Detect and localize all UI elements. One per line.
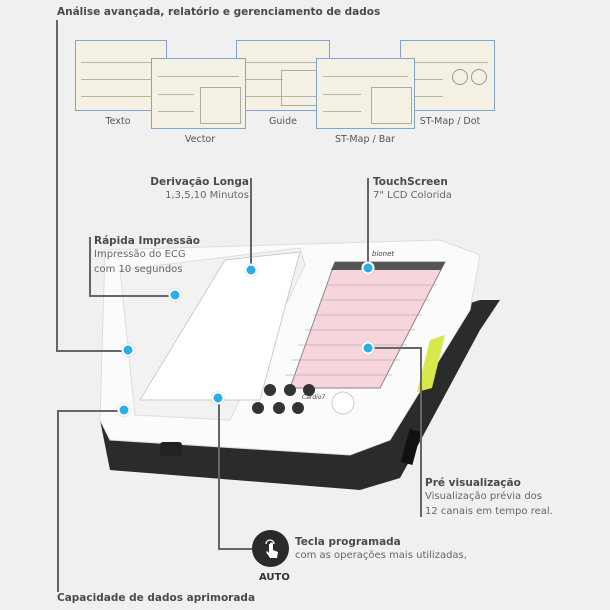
touch-hand-icon bbox=[264, 538, 278, 558]
feature-text: 1,3,5,10 Minutos bbox=[165, 190, 249, 201]
feature-data-capacity-title: Capacidade de dados aprimorada bbox=[57, 592, 256, 604]
section-title: Análise avançada, relatório e gerenciame… bbox=[57, 6, 381, 18]
feature-preview: Pré visualização Visualização prévia dos… bbox=[425, 477, 553, 519]
report-thumbnail-st-map-bar bbox=[316, 58, 415, 129]
thumbnail-label: Guide bbox=[269, 116, 297, 127]
feature-text: 12 canais em tempo real. bbox=[425, 506, 553, 517]
callout-dot-data-capacity[interactable] bbox=[117, 403, 131, 417]
feature-text: Visualização prévia dos bbox=[425, 491, 543, 502]
report-thumbnail-st-map-dot bbox=[400, 40, 495, 111]
feature-text: Impressão do ECG bbox=[94, 249, 186, 260]
printer-paper bbox=[139, 251, 301, 401]
feature-touchscreen: TouchScreen 7" LCD Colorida bbox=[373, 176, 452, 203]
feature-title: Rápida Impressão bbox=[94, 235, 201, 247]
callout-dot-long-lead[interactable] bbox=[244, 263, 258, 277]
model-logo: Cardio7 bbox=[302, 394, 325, 401]
label-sticker bbox=[417, 335, 445, 392]
feature-title: Pré visualização bbox=[425, 477, 521, 489]
feature-title: Derivação Longa bbox=[150, 176, 249, 188]
auto-label: AUTO bbox=[259, 572, 290, 583]
feature-text: 7" LCD Colorida bbox=[373, 190, 452, 201]
report-thumbnail-vector bbox=[151, 58, 246, 129]
feature-title: Tecla programada bbox=[295, 536, 401, 548]
callout-dot-touchscreen[interactable] bbox=[361, 261, 375, 275]
thumbnail-label: Texto bbox=[105, 116, 131, 127]
feature-title: TouchScreen bbox=[373, 176, 448, 188]
feature-text: com 10 segundos bbox=[94, 264, 183, 275]
thumbnail-label: ST-Map / Bar bbox=[335, 134, 395, 145]
brand-logo: bionet bbox=[372, 250, 394, 258]
auto-key-button[interactable] bbox=[252, 530, 289, 567]
power-port bbox=[160, 442, 182, 456]
callout-dot-analysis[interactable] bbox=[121, 343, 135, 357]
feature-programmed-key: Tecla programada com as operações mais u… bbox=[295, 536, 467, 563]
thumbnail-label: ST-Map / Dot bbox=[419, 116, 481, 127]
feature-quick-print: Rápida Impressão Impressão do ECG com 10… bbox=[94, 235, 200, 277]
callout-dot-programmed-key[interactable] bbox=[211, 391, 225, 405]
feature-text: com as operações mais utilizadas, bbox=[295, 550, 467, 561]
thumbnail-label: Vector bbox=[184, 134, 216, 145]
feature-long-lead: Derivação Longa 1,3,5,10 Minutos bbox=[150, 176, 249, 203]
callout-dot-preview[interactable] bbox=[361, 341, 375, 355]
callout-dot-quick-print[interactable] bbox=[168, 288, 182, 302]
rotary-knob bbox=[331, 391, 355, 415]
